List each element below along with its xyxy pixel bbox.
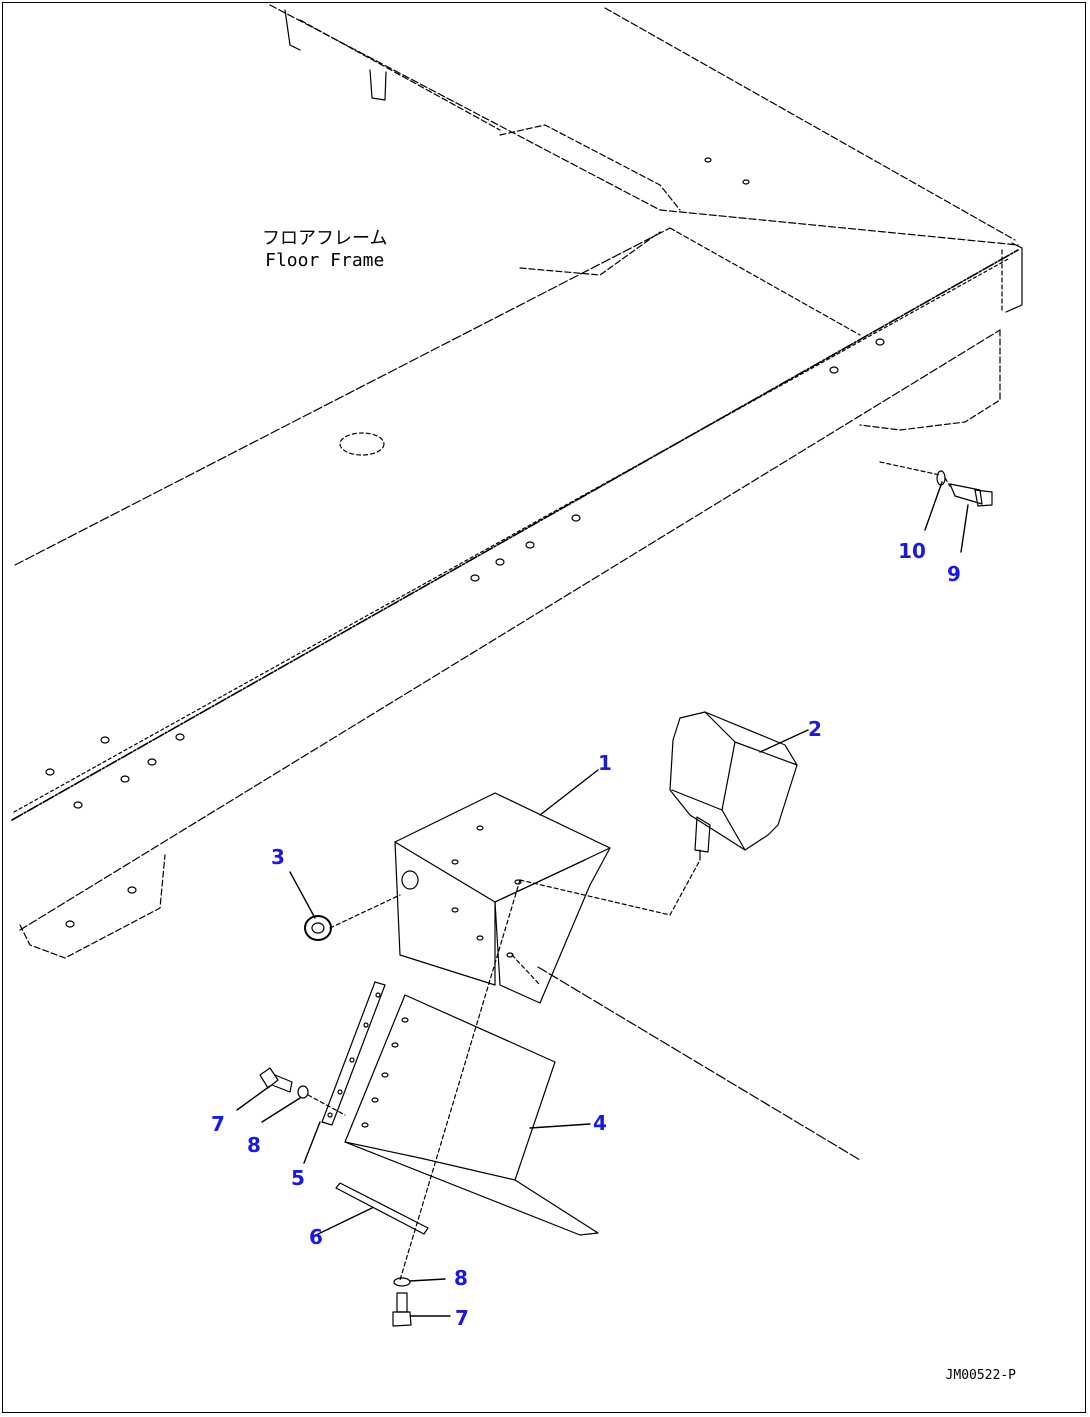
callout-10-washer: 10 xyxy=(898,539,926,563)
leader-lines xyxy=(236,481,969,1317)
strip-5 xyxy=(321,981,386,1126)
callout-8-washer-bottom: 8 xyxy=(454,1266,468,1290)
washer-8-left xyxy=(297,1085,309,1099)
callout-6-strip: 6 xyxy=(309,1225,323,1249)
callout-4-cover: 4 xyxy=(593,1111,607,1135)
assembly-lines xyxy=(307,477,951,1281)
callout-5-strip: 5 xyxy=(291,1166,305,1190)
callout-2-lamp: 2 xyxy=(808,717,822,741)
floor-frame xyxy=(11,4,1023,1161)
washer-8-bottom xyxy=(393,1277,411,1287)
bolt-7-left xyxy=(259,1067,293,1093)
cover-4 xyxy=(344,994,599,1236)
callout-1-bracket: 1 xyxy=(598,751,612,775)
bracket-1 xyxy=(394,792,611,1004)
nut-3 xyxy=(304,915,332,941)
bolt-7-bottom xyxy=(392,1292,412,1327)
frame-label-english: Floor Frame xyxy=(265,250,385,271)
frame-label: フロアフレーム Floor Frame xyxy=(262,228,387,272)
callout-7-bolt-bottom: 7 xyxy=(455,1306,469,1330)
drawing-code: JM00522-P xyxy=(945,1368,1016,1383)
frame-label-japanese: フロアフレーム xyxy=(262,228,388,249)
strip-6 xyxy=(335,1182,429,1235)
callout-9-bolt: 9 xyxy=(947,562,961,586)
lamp-2 xyxy=(669,711,798,861)
frame-holes xyxy=(45,157,885,928)
callout-3-nut: 3 xyxy=(271,845,285,869)
bolt-9 xyxy=(949,483,993,507)
callout-8-washer-left: 8 xyxy=(247,1133,261,1157)
callout-7-bolt-left: 7 xyxy=(211,1112,225,1136)
